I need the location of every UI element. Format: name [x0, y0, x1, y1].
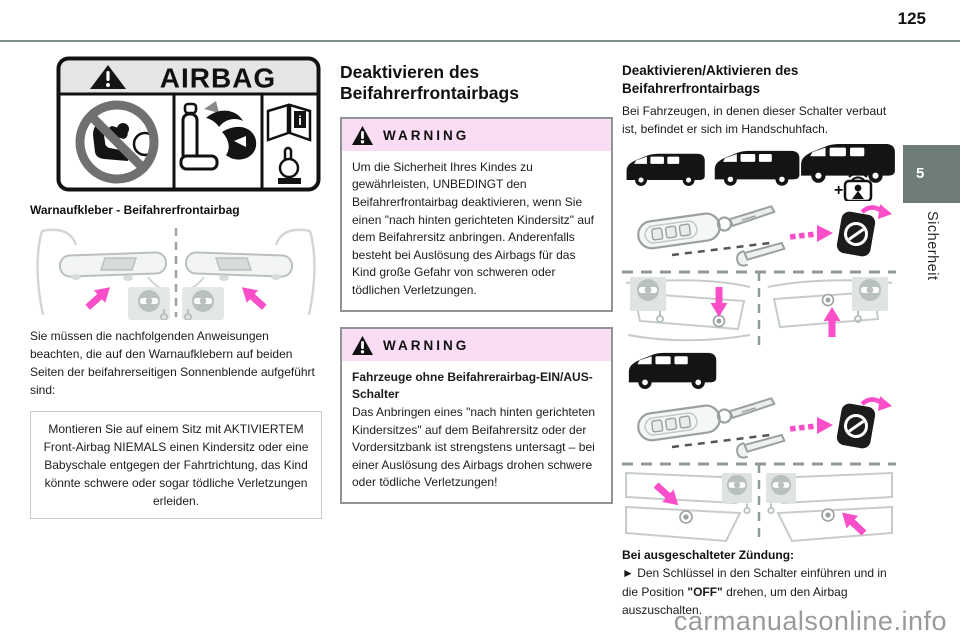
- pink-arrow-down-right: [650, 478, 684, 512]
- child-lock-icon: [843, 172, 873, 202]
- warning-title: WARNING: [383, 337, 470, 353]
- airbag-switch-icon: [836, 211, 876, 257]
- van-icon: [626, 153, 705, 187]
- middle-column: Deaktivieren des Beifahrerfrontairbags W…: [340, 58, 613, 519]
- key-switch-illustration: [637, 204, 892, 267]
- right-intro-text: Bei Fahrzeugen, in denen dieser Schalter…: [622, 104, 887, 137]
- instruction-text: ► Den Schlüssel in den Schalter einführe…: [622, 566, 887, 618]
- chapter-tab: 5: [903, 145, 960, 203]
- ignition-off-title: Bei ausgeschalteter Zündung:: [622, 548, 795, 563]
- sun-visor-icon: [36, 228, 322, 320]
- header-rule: [0, 40, 960, 42]
- warning-body: Um die Sicherheit Ihres Kindes zu gewähr…: [352, 159, 595, 298]
- van-icon: [714, 150, 800, 186]
- warning-text: Das Anbringen eines "nach hinten gericht…: [352, 404, 596, 490]
- key-blade-icon: [736, 241, 786, 267]
- pink-arrow-down: [710, 287, 728, 318]
- page-number: 125: [897, 9, 926, 28]
- watermark: carmanualsonline.info: [673, 606, 947, 636]
- warning-body: Fahrzeuge ohne Beifahrerairbag-EIN/AUS-S…: [342, 361, 611, 502]
- off-position-label: "OFF": [687, 584, 723, 599]
- airbag-warning-label-image: AIRBAG: [56, 56, 322, 197]
- dashboard-switch-illustration: [622, 270, 896, 348]
- right-column: Deaktivieren/Aktivieren des Beifahrerfro…: [622, 58, 896, 632]
- image-caption: Warnaufkleber - Beifahrerfrontairbag: [30, 203, 240, 217]
- pink-dotted-arrow: [789, 225, 833, 243]
- warning-subtitle: Fahrzeuge ohne Beifahrerairbag-EIN/AUS-S…: [352, 369, 593, 402]
- key-fob-icon: [637, 205, 776, 250]
- see-manual-icon: i: [266, 103, 312, 184]
- vehicle-variants-illustration: +: [626, 144, 895, 202]
- warning-triangle-icon: [352, 335, 373, 355]
- section-heading-activate: Deaktivieren/Aktivieren des Beifahrerfro…: [622, 63, 799, 96]
- chapter-number: 5: [916, 165, 925, 182]
- warning-header: WARNING: [342, 328, 611, 361]
- no-rear-facing-seat-icon: [75, 100, 159, 184]
- switch-marker: [712, 293, 835, 328]
- plus-sign: +: [834, 182, 843, 199]
- dashed-guide-line: [671, 241, 771, 257]
- warning-box-1: WARNING Um die Sicherheit Ihres Kindes z…: [340, 116, 613, 312]
- van-icon: [801, 144, 895, 183]
- glovebox-switch-illustration: [622, 462, 896, 544]
- airbag-deployment-icon: [179, 101, 257, 171]
- left-column: AIRBAG: [30, 56, 322, 519]
- sun-visor-illustration: [30, 225, 322, 320]
- van-icon: [628, 352, 717, 390]
- warning-title: WARNING: [383, 127, 470, 143]
- section-heading-deactivate: Deaktivieren des Beifahrerfrontairbags: [340, 62, 519, 104]
- left-intro-text: Sie müssen die nachfolgenden Anweisungen…: [30, 329, 315, 397]
- key-switch-illustration: [622, 395, 896, 459]
- airbag-label-icon: AIRBAG: [56, 56, 321, 192]
- warning-header: WARNING: [342, 118, 611, 151]
- warning-triangle-icon: [352, 125, 373, 145]
- van-illustration: [628, 352, 717, 390]
- switch-marker: [679, 508, 835, 524]
- airbag-label-text: AIRBAG: [160, 63, 276, 94]
- chapter-label: Sicherheit: [924, 211, 940, 281]
- pink-rotate-arrow: [860, 204, 892, 220]
- warning-box-2: WARNING Fahrzeuge ohne Beifahrerairbag-E…: [340, 326, 613, 505]
- note-box: Montieren Sie auf einem Sitz mit AKTIVIE…: [30, 411, 322, 519]
- svg-text:i: i: [298, 113, 302, 128]
